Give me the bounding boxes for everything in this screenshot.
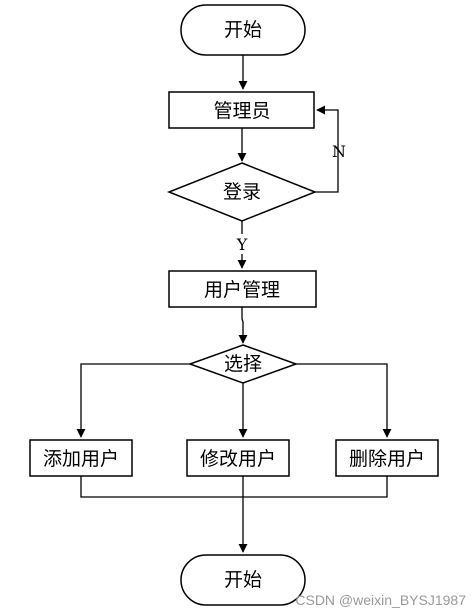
login-label: 登录: [223, 181, 261, 203]
edge-label-yes-bg: [233, 234, 251, 254]
add-user-box: [29, 439, 133, 477]
admin-process-box: [168, 91, 315, 129]
select-label: 选择: [224, 353, 262, 375]
add-user-label: 添加用户: [43, 448, 119, 470]
edge-user-mgmt-to-select: [238, 307, 248, 344]
admin-label: 管理员: [213, 100, 270, 122]
edge-select-to-delete: [296, 363, 392, 438]
edge-label-yes: Y: [236, 235, 248, 254]
edge-label-no: N: [332, 142, 346, 161]
start-label: 开始: [224, 19, 262, 41]
end-terminal: [180, 554, 306, 606]
edge-login-no-loop: [315, 105, 339, 193]
user-mgmt-process-box: [168, 270, 317, 308]
end-label: 开始: [224, 569, 262, 591]
edge-merge: [80, 476, 388, 498]
edge-select-to-add: [76, 363, 190, 438]
edit-user-label: 修改用户: [200, 448, 276, 470]
delete-user-label: 删除用户: [349, 448, 425, 470]
watermark: CSDN @weixin_BYSJ1987: [295, 592, 466, 608]
edit-user-box: [186, 439, 290, 477]
user-mgmt-label: 用户管理: [204, 279, 280, 301]
